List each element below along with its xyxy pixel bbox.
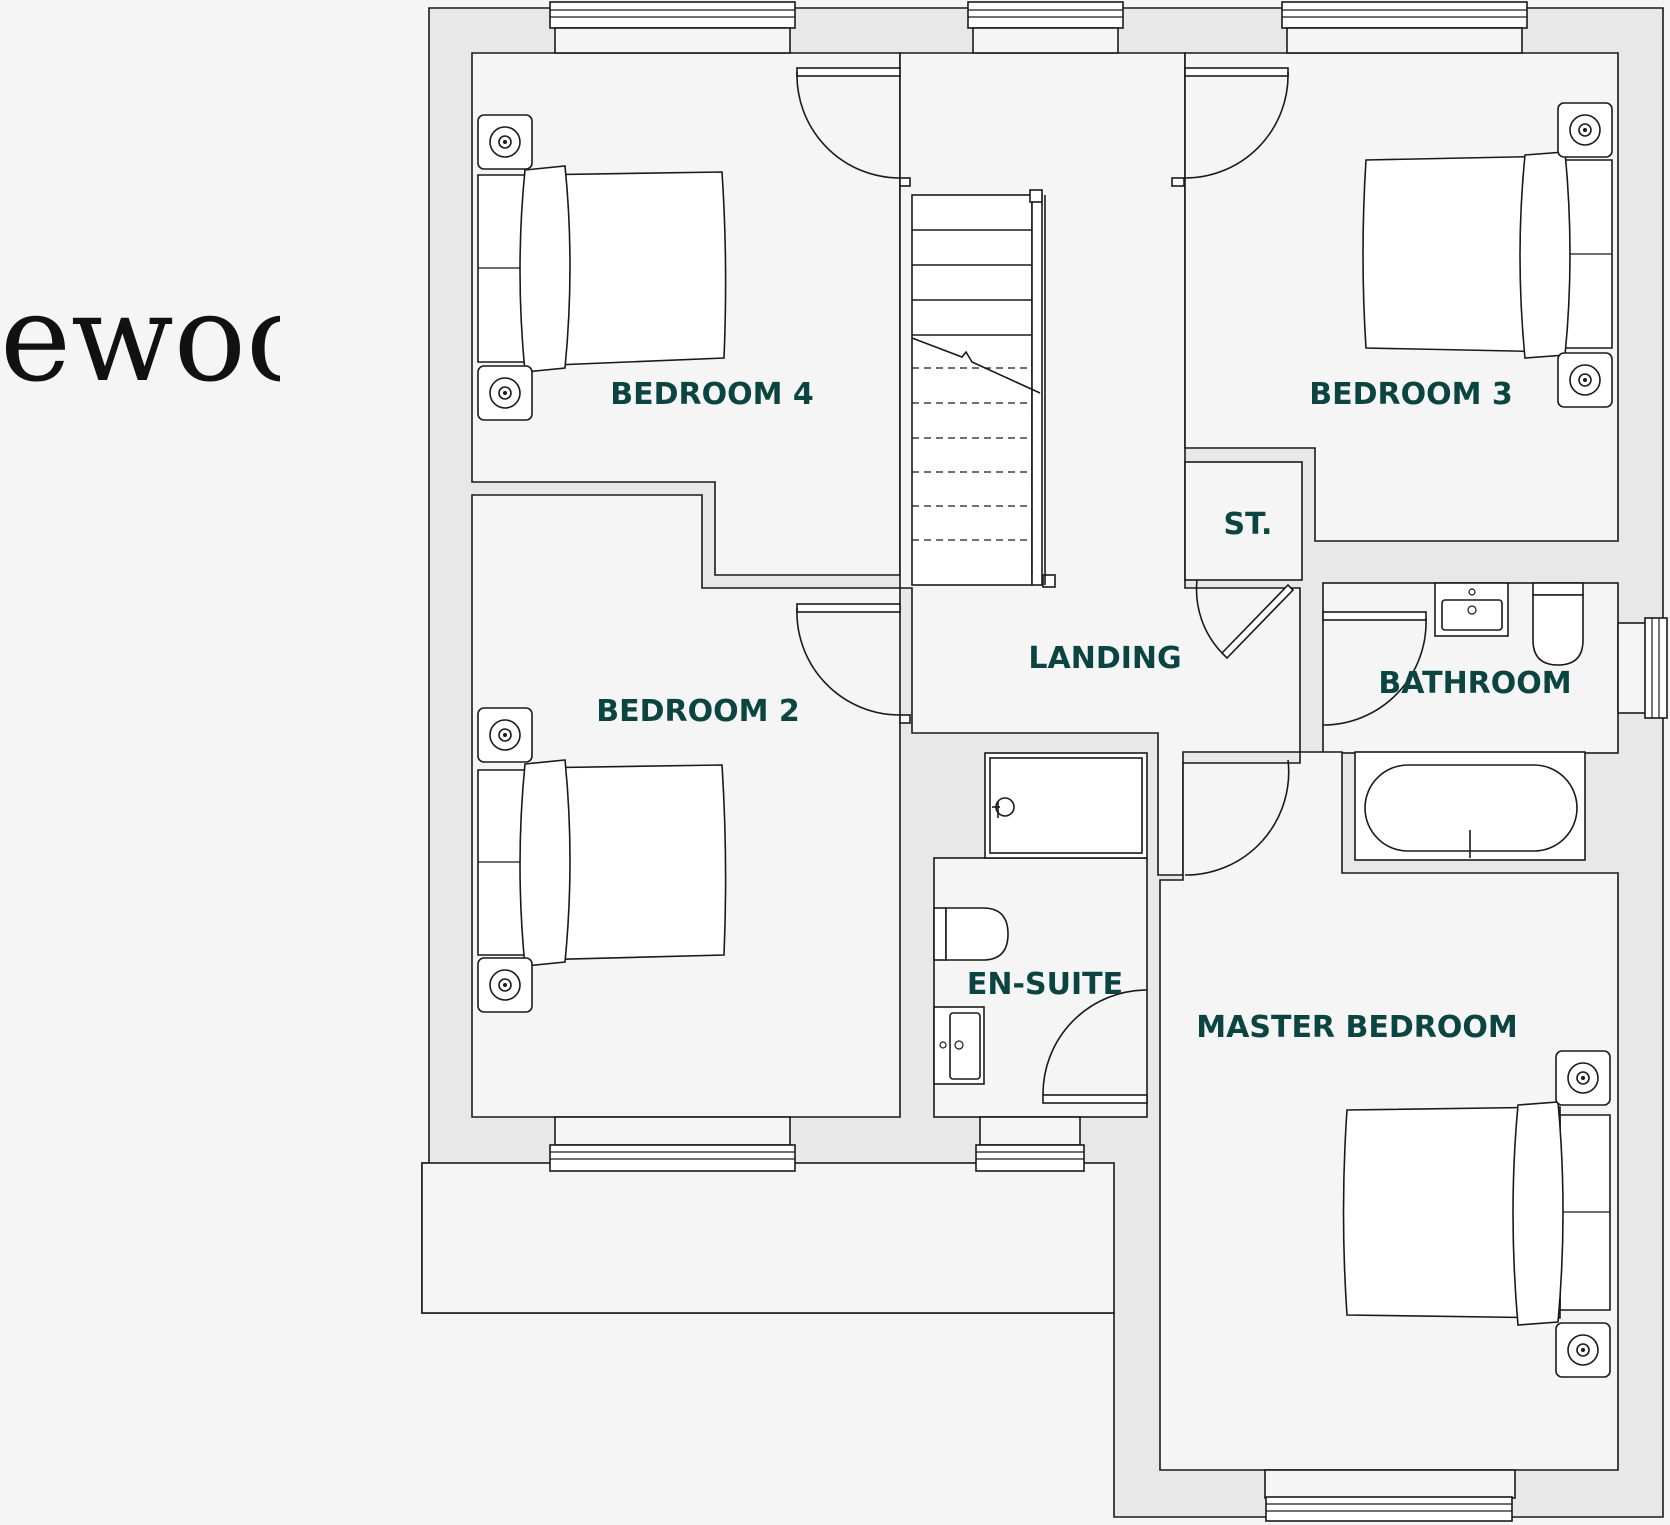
label-master-bedroom: MASTER BEDROOM bbox=[1196, 1010, 1517, 1045]
windows bbox=[549, 1, 1668, 1522]
door-storage bbox=[1195, 579, 1295, 660]
door-master-bedroom bbox=[1184, 759, 1290, 876]
bathroom-toilet bbox=[1532, 582, 1584, 666]
window-bedroom-3 bbox=[1281, 1, 1528, 54]
door-bedroom-2 bbox=[796, 603, 911, 724]
bed-master-bedroom bbox=[1342, 1050, 1611, 1378]
bathroom-sink bbox=[1434, 582, 1509, 637]
bed-bedroom-3 bbox=[1362, 102, 1613, 408]
label-bedroom-3: BEDROOM 3 bbox=[1309, 377, 1513, 412]
ensuite-sink bbox=[933, 1006, 985, 1085]
lower-roof-area bbox=[421, 1162, 1115, 1314]
door-bedroom-4 bbox=[796, 67, 911, 187]
window-landing bbox=[967, 1, 1124, 54]
label-bathroom: BATHROOM bbox=[1378, 666, 1571, 701]
plan-title: ewood bbox=[0, 270, 280, 409]
label-bedroom-4: BEDROOM 4 bbox=[610, 377, 814, 412]
window-bedroom-2 bbox=[549, 1116, 796, 1172]
bed-bedroom-4 bbox=[477, 114, 727, 421]
door-bathroom bbox=[1322, 611, 1427, 726]
ensuite-toilet bbox=[933, 907, 1009, 961]
bed-bedroom-2 bbox=[477, 707, 727, 1013]
window-bathroom bbox=[1617, 617, 1668, 719]
ensuite-fixtures bbox=[933, 752, 1148, 1085]
bathroom-fixtures bbox=[1354, 582, 1586, 861]
staircase bbox=[911, 189, 1056, 588]
door-ensuite bbox=[1042, 989, 1148, 1104]
doors bbox=[796, 67, 1427, 1104]
door-bedroom-3 bbox=[1171, 67, 1289, 187]
room-labels: BEDROOM 4 BEDROOM 3 ST. LANDING BATHROOM… bbox=[596, 377, 1571, 1045]
window-ensuite bbox=[975, 1116, 1085, 1172]
label-storage: ST. bbox=[1224, 507, 1273, 542]
window-bedroom-4 bbox=[549, 1, 796, 54]
label-ensuite: EN-SUITE bbox=[967, 967, 1123, 1002]
label-landing: LANDING bbox=[1028, 641, 1181, 676]
ensuite-shower bbox=[984, 752, 1148, 859]
window-master-bedroom bbox=[1264, 1469, 1516, 1522]
storage-floor bbox=[1184, 461, 1303, 581]
label-bedroom-2: BEDROOM 2 bbox=[596, 694, 800, 729]
